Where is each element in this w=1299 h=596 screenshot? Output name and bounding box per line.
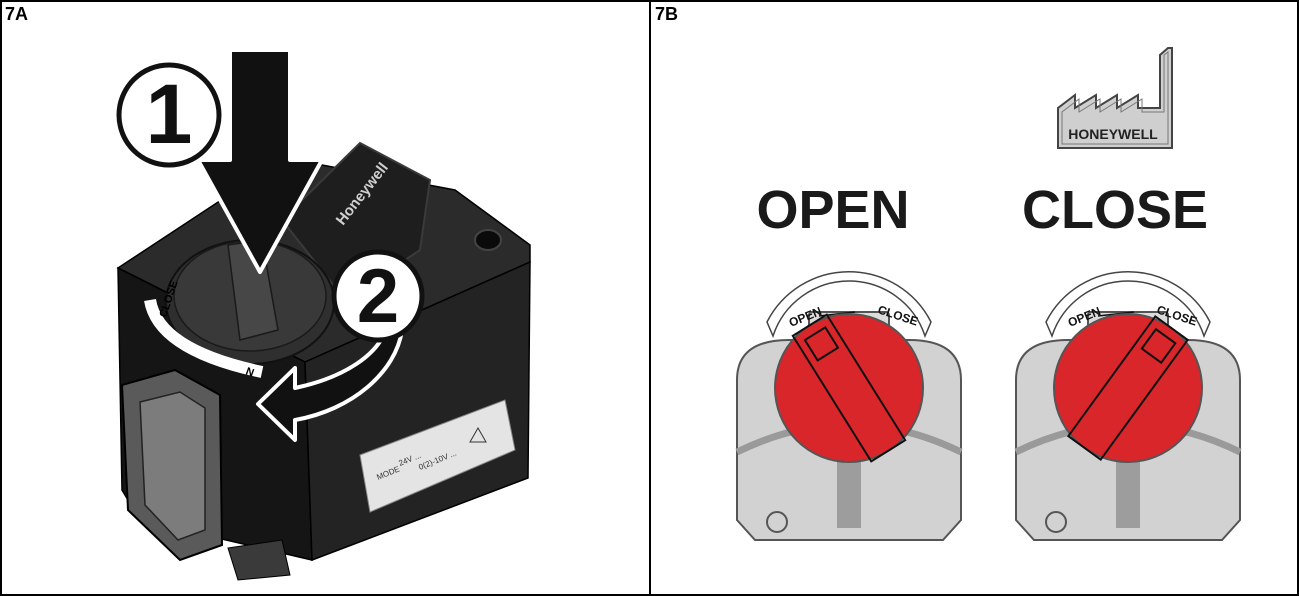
actuator-close-position: OPEN CLOSE (1016, 270, 1240, 540)
actuator-open-position: OPEN CLOSE (737, 270, 961, 540)
red-knob (1053, 313, 1203, 463)
step-1-marker: 1 (116, 62, 222, 168)
panel-7b: 7B HONEYWELL OPEN CLOSE OPEN CLOSE OPEN (655, 4, 1240, 540)
actuator-housing (116, 141, 531, 581)
product-label: MODE 24V ... 0(2)-10V ... (359, 399, 516, 513)
panel-7b-label: 7B (655, 4, 678, 24)
state-title-open: OPEN (756, 180, 909, 240)
state-title-close: CLOSE (1022, 180, 1208, 240)
panel-7a-label: 7A (5, 4, 28, 24)
rotate-arrow (256, 320, 404, 442)
dial-open-text: N (244, 366, 256, 380)
factory-icon-label: HONEYWELL (1068, 126, 1158, 142)
panel-7a: 7A CLOSE N Honeyw (5, 4, 531, 581)
red-knob (774, 313, 924, 463)
step-1-numeral: 1 (146, 67, 193, 161)
press-down-arrow (196, 48, 324, 274)
factory-icon: HONEYWELL (1057, 47, 1173, 149)
step-2-numeral: 2 (357, 254, 399, 339)
step-2-marker: 2 (331, 249, 425, 343)
